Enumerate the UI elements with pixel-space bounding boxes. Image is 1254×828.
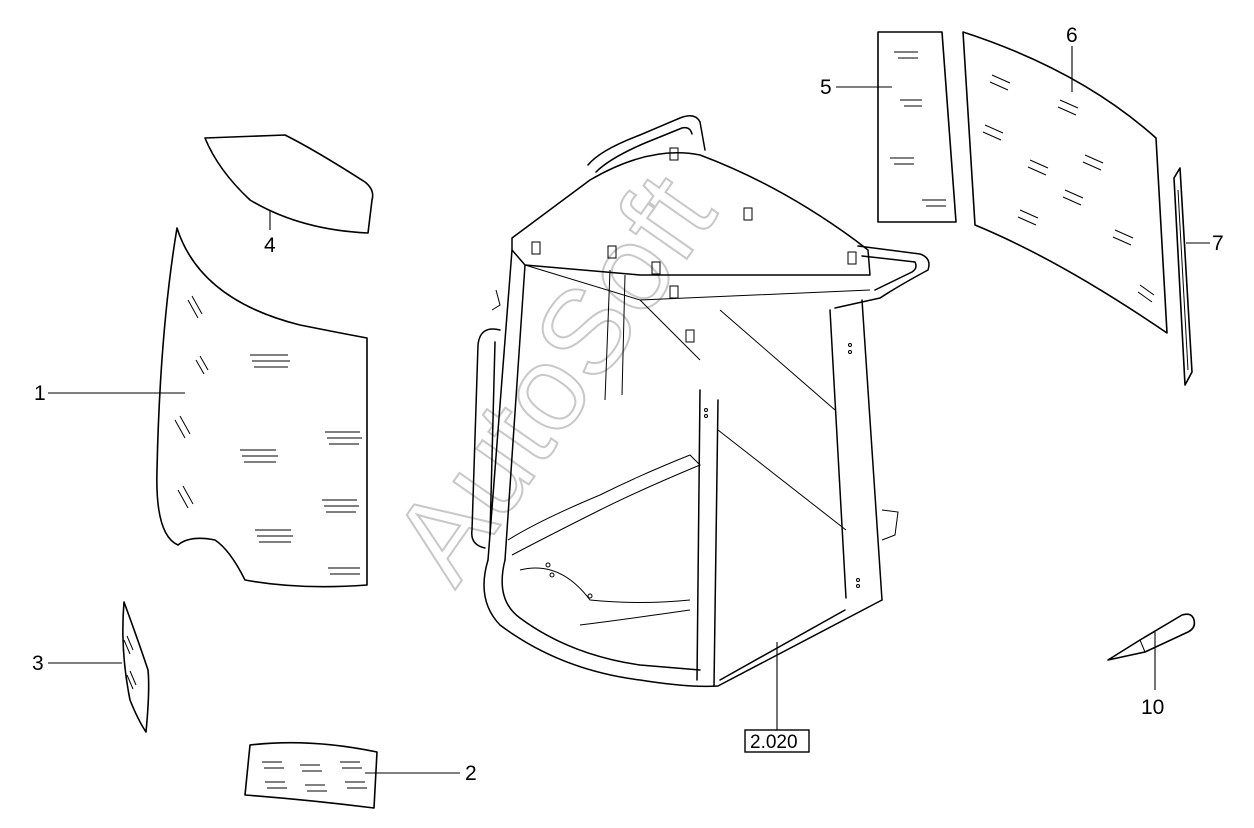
glass-part-6: [962, 31, 1168, 334]
callout-4: 4: [264, 234, 276, 257]
sealant-tube-part-10: [1107, 613, 1196, 661]
callout-6: 6: [1066, 24, 1078, 47]
leader-lines: [48, 46, 1210, 774]
glass-part-4: [204, 134, 374, 234]
callout-5: 5: [820, 76, 832, 99]
callout-1: 1: [34, 382, 46, 405]
callout-3: 3: [32, 652, 44, 675]
callout-10: 10: [1141, 696, 1164, 719]
glass-part-1: [156, 227, 368, 588]
glass-part-3: [122, 601, 150, 733]
seal-part-7: [1173, 167, 1193, 386]
glass-part-5: [877, 31, 957, 223]
watermark: AutoSoft: [367, 151, 741, 605]
reference-box[interactable]: 2.020: [744, 729, 810, 753]
reference-label: 2.020: [750, 732, 798, 753]
cab-frame-assembly: [471, 115, 930, 688]
callout-7: 7: [1212, 232, 1224, 255]
glass-part-2: [244, 741, 378, 809]
callout-2: 2: [465, 762, 477, 785]
